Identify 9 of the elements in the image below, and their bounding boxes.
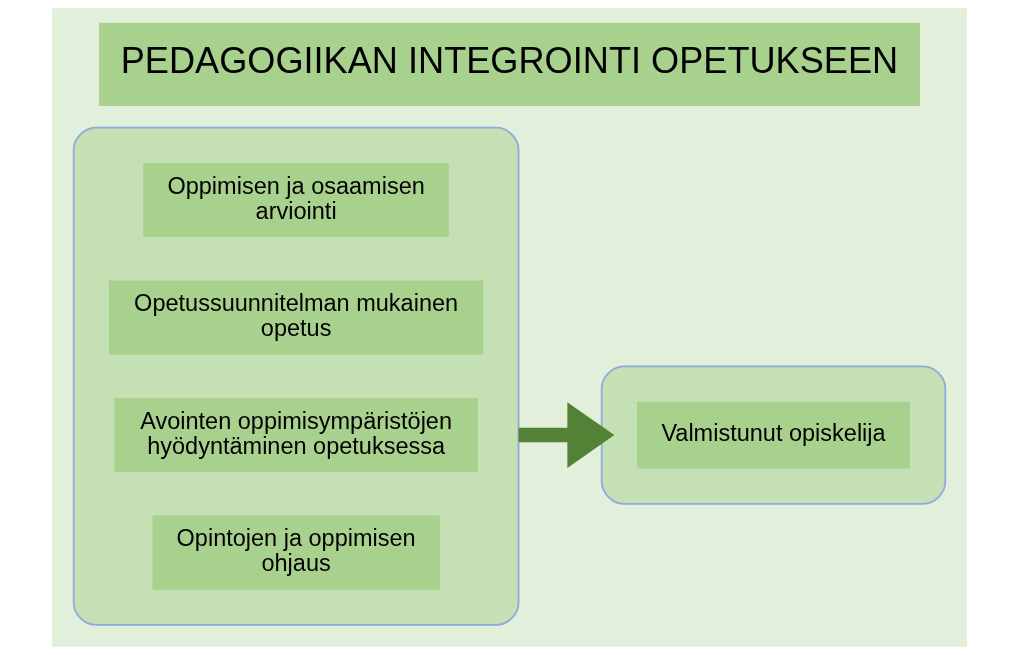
node-box: Opintojen ja oppimisen ohjaus bbox=[152, 515, 440, 590]
node-box: Valmistunut opiskelija bbox=[637, 401, 911, 469]
arrow bbox=[518, 402, 615, 468]
node-box: Avointen oppimisympäristöjen hyödyntäminen opetuksessa bbox=[114, 398, 478, 473]
node-box: Opetussuunnitelman mukainen opetus bbox=[108, 280, 484, 355]
cluster bbox=[600, 365, 947, 505]
cluster bbox=[72, 126, 520, 626]
node-box: Oppimisen ja osaamisen arviointi bbox=[143, 162, 449, 238]
diagram-title: PEDAGOGIIKAN INTEGROINTI OPETUKSEEN bbox=[120, 40, 899, 82]
